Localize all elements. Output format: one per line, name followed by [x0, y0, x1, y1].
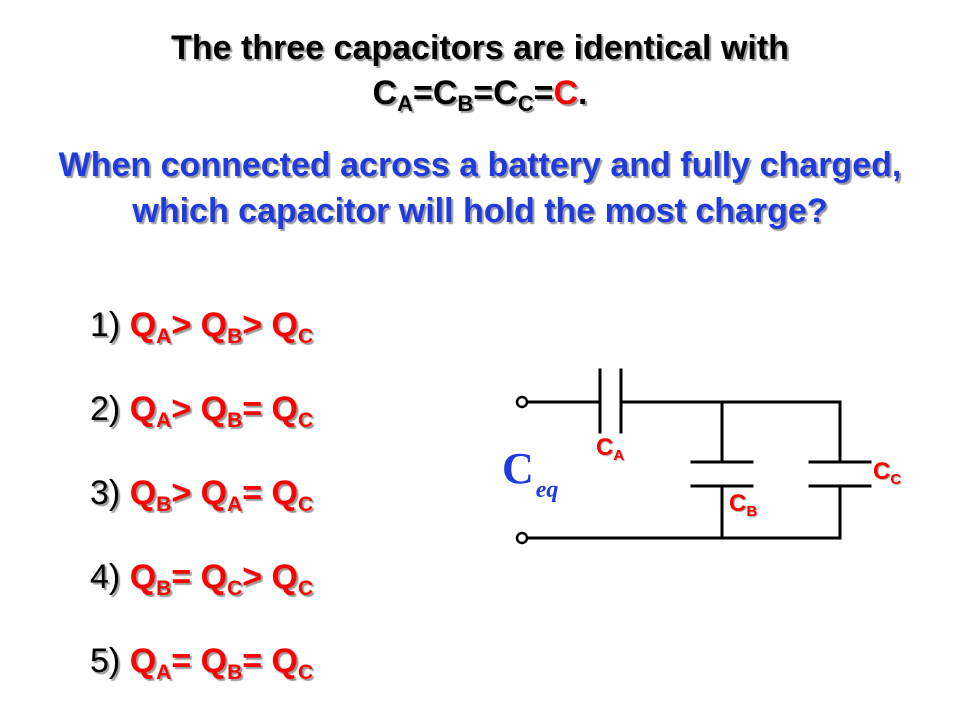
- terminal-top: [515, 395, 529, 409]
- option-number: 5): [90, 642, 121, 680]
- option-number: 4): [90, 558, 121, 596]
- title-period: .: [578, 74, 588, 112]
- title-cb: =CB: [412, 74, 474, 116]
- title-value-c: C: [553, 74, 579, 112]
- ceq-label: Ceq: [502, 444, 559, 503]
- capacitor-c-label: CC: [873, 458, 902, 488]
- title-equals: =: [533, 74, 554, 112]
- option-expression: QA> QB> QC: [129, 306, 314, 348]
- option-expression: QA> QB= QC: [129, 390, 314, 432]
- terminal-bottom: [515, 531, 529, 545]
- capacitor-b-label: CB: [729, 490, 758, 520]
- option-4[interactable]: 4) QB= QC> QC: [90, 552, 313, 602]
- option-expression: QB= QC> QC: [129, 558, 314, 600]
- option-number: 2): [90, 390, 121, 428]
- option-number: 3): [90, 474, 121, 512]
- option-5[interactable]: 5) QA= QB= QC: [90, 636, 313, 686]
- option-number: 1): [90, 306, 121, 344]
- question-text: When connected across a battery and full…: [58, 146, 902, 230]
- option-expression: QA= QB= QC: [129, 642, 314, 684]
- capacitor-a-label: CA: [596, 434, 625, 464]
- title-ca: CA: [372, 74, 413, 116]
- title-cc: =CC: [473, 74, 534, 116]
- title-line-1: The three capacitors are identical with: [171, 29, 789, 67]
- option-3[interactable]: 3) QB> QA= QC: [90, 468, 313, 518]
- option-1[interactable]: 1) QA> QB> QC: [90, 300, 313, 350]
- option-2[interactable]: 2) QA> QB= QC: [90, 384, 313, 434]
- title-line-2: CA=CB=CC=C.: [0, 73, 960, 117]
- option-expression: QB> QA= QC: [129, 474, 314, 516]
